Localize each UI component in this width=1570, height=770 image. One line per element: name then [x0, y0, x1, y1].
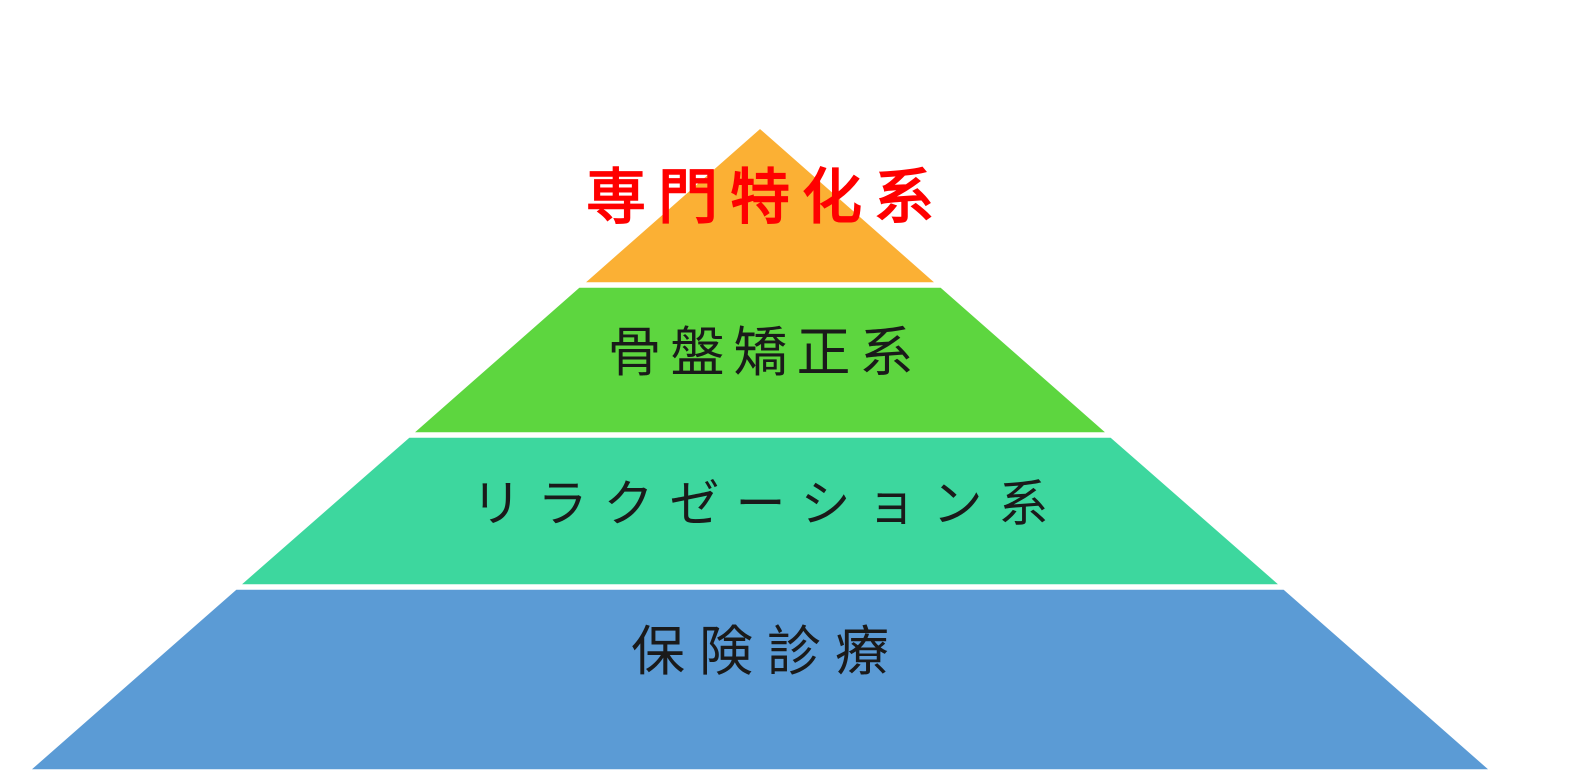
pyramid-level-1-shape — [582, 127, 938, 284]
pyramid-level-3-label: リラクゼーション系 — [472, 476, 1065, 532]
pyramid-level-4-shape — [28, 588, 1492, 770]
pyramid-level-3-shape — [238, 436, 1282, 586]
pyramid-level-1-label: 専門特化系 — [586, 164, 946, 231]
pyramid-level-2-label: 骨盤矯正系 — [608, 323, 923, 383]
pyramid-level-4-label: 保険診療 — [631, 622, 903, 682]
pyramid-level-2-shape — [411, 286, 1109, 434]
